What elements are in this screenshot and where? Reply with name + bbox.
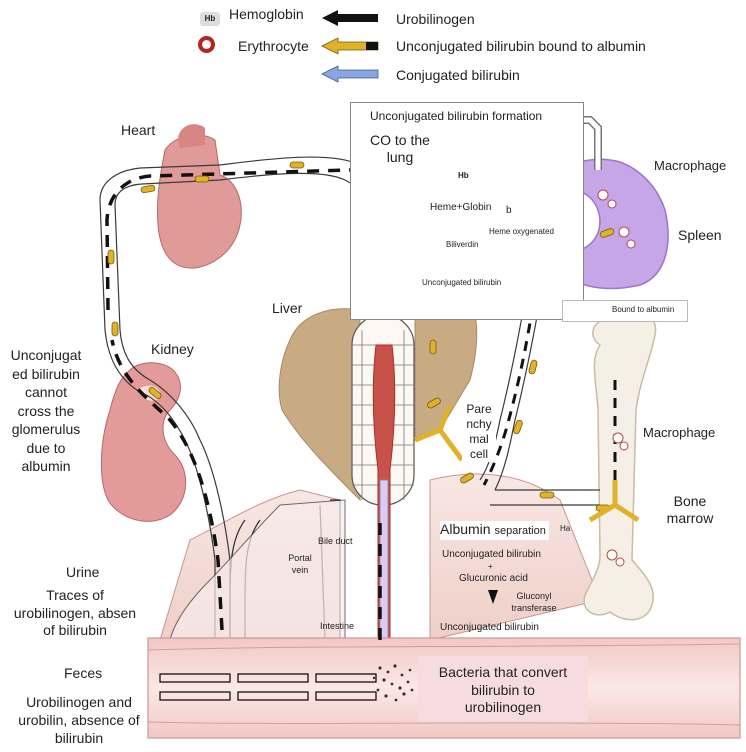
down-arrow-icon [488, 590, 498, 604]
urine-title: Urine [66, 564, 100, 580]
glucuronic-acid: Glucuronic acid [459, 573, 528, 584]
urine-desc: Traces of urobilinogen, absen of bilirub… [13, 587, 137, 638]
bacteria-box [418, 656, 588, 722]
bacteria-label: Bacteria that convert bilirubin to urobi… [438, 664, 568, 715]
intestine-label: Intestine [320, 621, 355, 631]
biliverdin: Biliverdin [446, 240, 479, 249]
legend-unconj-albumin: Unconjugated bilirubin bound to albumin [396, 38, 646, 54]
albumin-separation: Albumin separation [440, 521, 549, 540]
urobilinogen-arrow-icon [322, 10, 378, 26]
formation-title: Unconjugated bilirubin formation [370, 109, 543, 123]
liver-shape [278, 308, 361, 502]
kidney-note: Unconjugat ed bilirubin cannot cross the… [10, 347, 82, 474]
co-to-lung: CO to the lung [370, 132, 430, 165]
legend-hemoglobin: Hemoglobin [229, 6, 304, 22]
separation-word: separation [494, 525, 546, 537]
bacteria-dots [372, 664, 414, 702]
erythrocyte-icon [198, 36, 215, 53]
stray-ha: Ha [560, 524, 571, 533]
liver-label: Liver [272, 300, 303, 316]
albsep-plus: + [488, 562, 493, 571]
formation-hb: Hb [458, 171, 469, 180]
macrophage-bone-label: Macrophage [643, 425, 716, 440]
albsep-unconj: Unconjugated bilirubin [442, 549, 541, 560]
macrophage-cells [597, 189, 636, 567]
legend-conjugated: Conjugated bilirubin [396, 67, 520, 83]
albumin-arrow-icon [321, 37, 379, 55]
heme-globin: Heme+Globin [430, 202, 492, 213]
hemoglobin-icon: Hb [200, 12, 220, 26]
bone-marrow-label: Bone marrow [666, 493, 714, 526]
formation-b: b [506, 205, 512, 216]
conjugated-arrow-icon [321, 65, 379, 83]
formation-unconj: Unconjugated bilirubin [420, 277, 504, 289]
albsep-result: Unconjugated bilirubin [440, 622, 539, 633]
heme-oxygenated: Heme oxygenated [486, 226, 557, 238]
legend-erythrocyte: Erythrocyte [238, 38, 309, 54]
heart-shape [157, 134, 242, 269]
kidney-shape [101, 362, 187, 522]
heart-label: Heart [121, 122, 156, 138]
bound-to-albumin: Bound to albumin [612, 305, 675, 314]
albumin-word: Albumin [440, 521, 491, 537]
legend-urobilinogen: Urobilinogen [396, 11, 475, 27]
parenchymal-cell-label: Pare nchy mal cell [462, 402, 496, 462]
feces-desc: Urobilinogen and urobilin, absence of bi… [18, 694, 140, 746]
feces-title: Feces [64, 665, 103, 681]
kidney-label: Kidney [151, 341, 194, 357]
portal-vein-label: Portal vein [288, 553, 312, 575]
macrophage-spleen-label: Macrophage [654, 158, 727, 173]
bound-albumin-box [562, 300, 688, 322]
gluconyl-transferase: Gluconyl transferase [511, 591, 557, 613]
bile-duct-label: Bile duct [318, 536, 353, 546]
bone-shape [583, 310, 657, 621]
spleen-label: Spleen [678, 227, 722, 243]
